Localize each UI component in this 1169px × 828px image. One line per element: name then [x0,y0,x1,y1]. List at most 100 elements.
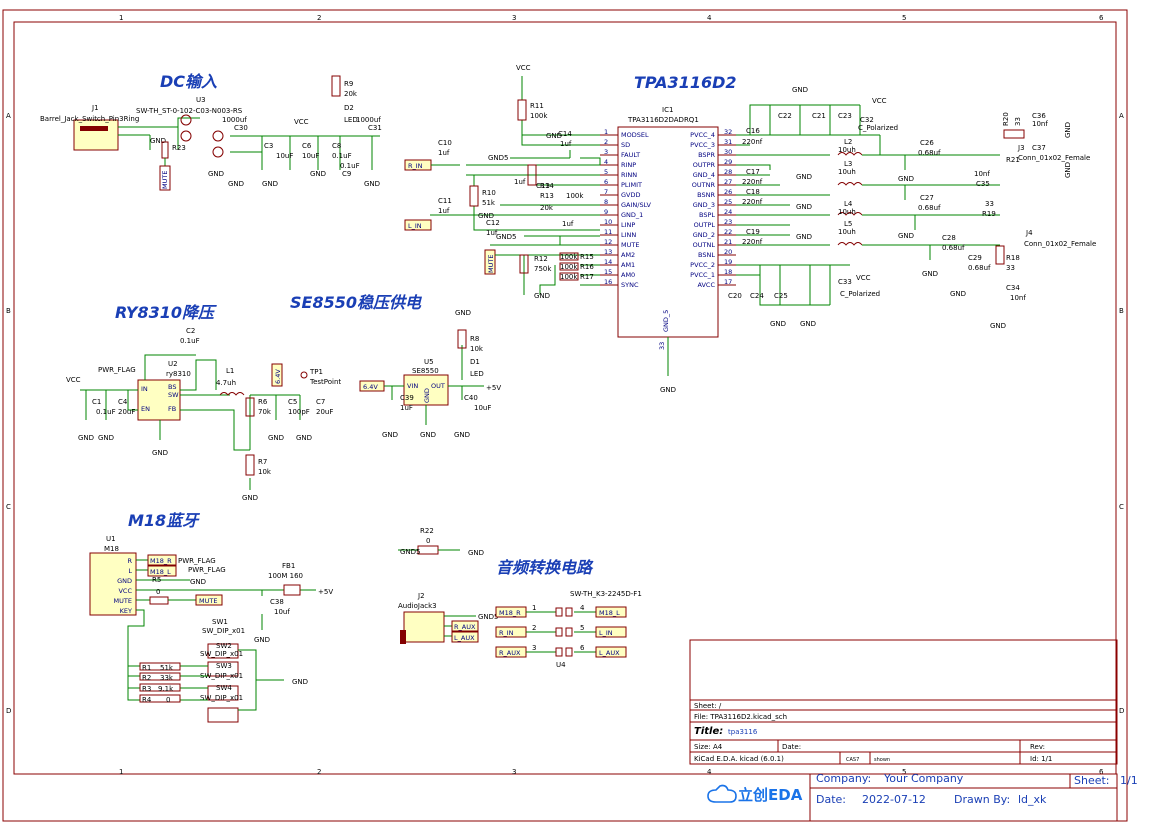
frame-col-bottom: 4 [707,768,712,776]
u5-body [403,374,449,406]
c32-ref: C32 [860,116,874,124]
c11-ref: C11 [438,197,452,205]
tb-drawn-value: ld_xk [1018,793,1047,806]
frame-row-left: B [6,307,11,315]
ic1-pin-name: PVCC_4 [690,131,715,139]
ic1-pin-name: FAULT [621,151,640,159]
gnd-5: GND [208,170,224,178]
c27-value: 0.68uf [918,204,941,212]
r19-value: 33 [985,200,994,208]
pwr-flag-m18-1: PWR_FLAG [178,557,216,565]
c35-value: 10nf [974,170,990,178]
audio-pin-left: 1 [532,604,536,612]
ic1-pin-num: 7 [604,188,608,196]
sw4-value: SW_DIP_x01 [200,694,243,702]
u3-ref: U3 [196,96,206,104]
mute-net-dc: MUTE [161,171,169,189]
frame-col-bottom: 5 [902,768,906,776]
c36-ref: C36 [1032,112,1046,120]
u2-body [137,379,181,421]
u3-value: SW-TH_ST-0-102-C03-N003-RS [136,107,243,115]
j2-value: AudioJack3 [398,602,437,610]
d1-value: LED [470,370,484,378]
ic1-pin-num: 2 [604,138,608,146]
ic1-pin-num: 16 [604,278,612,286]
j2-body [403,611,445,643]
r7-ref: R7 [258,458,267,466]
tp1-ref: TP1 [309,368,323,376]
c11-value: 1uf [438,207,450,215]
u1-pin: KEY [120,607,132,615]
frame-row-right: C [1119,503,1124,511]
frame-col-top: 6 [1099,14,1104,22]
frame-col-top: 1 [119,14,123,22]
c31-ref: C31 [368,124,382,132]
l2-ref: L2 [844,138,852,146]
gnd-se-1: GND [455,309,471,317]
r1-value: 51k [160,664,174,672]
gnd-3: GND [310,170,326,178]
tb-id: Id: 1/1 [1030,755,1052,763]
gnd-tpa-4: GND [792,86,808,94]
ic1-pin-num: 21 [724,238,732,246]
ic1-pin-name: MUTE [621,241,639,249]
ic1-pin-name: OUTNL [693,241,716,249]
gnd-se-3: GND [420,431,436,439]
l5-value: 10uh [838,228,856,236]
gnd5-audio: GND5 [400,548,421,556]
gnd5-1: GND5 [488,154,509,162]
section-dc-input: DC输入 [160,72,217,91]
ic1-pin-name: RINN [621,171,637,179]
u1-body [89,552,137,616]
c7-ref: C7 [316,398,325,406]
pwr-flag-ry: PWR_FLAG [98,366,136,374]
c16-value: 220nf [742,138,763,146]
frame-row-left: C [6,503,11,511]
u5-pin-vin: VIN [407,382,418,390]
c22-ref: C22 [778,112,792,120]
gnd-tpa-1: GND [546,132,562,140]
gnd-tpa-15: GND [770,320,786,328]
c7-value: 20uF [316,408,333,416]
c32-value: C_Polarized [858,124,898,132]
ic1-pin-name: SYNC [621,281,639,289]
tb-sheet2-value: 1/1 [1120,774,1138,787]
c29-value: 0.68uf [968,264,991,272]
r4-ref: R4 [142,696,152,704]
audio-pin-left: 2 [532,624,536,632]
ic1-pin-num: 10 [604,218,612,226]
vcc-tpa-2: VCC [872,97,887,105]
audio-right-label: L_AUX [599,649,620,657]
u2-pin-in: IN [141,385,148,393]
c35-ref: C35 [976,180,990,188]
ic1-pin-num: 9 [604,208,608,216]
ic1-pin-num: 24 [724,208,732,216]
ic1-pin-num: 27 [724,178,732,186]
l1-value: 4.7uh [216,379,236,387]
r3-value: 9.1k [158,685,174,693]
tb-date: Date: [782,743,801,751]
ic1-pin-name: SD [621,141,630,149]
tb-shown: shown [874,757,890,763]
ry8310-block: U2 ry8310 IN BS SW EN FB VCC PWR_FLAG C1… [66,327,341,502]
frame-col-top: 4 [707,14,712,22]
c1-ref: C1 [92,398,101,406]
ic1-pin-num: 15 [604,268,612,276]
c19-value: 220nf [742,238,763,246]
tb-company-label: Company: [816,772,871,785]
gnd-ry-6: GND [242,494,258,502]
c40-value: 10uF [474,404,491,412]
c16-ref: C16 [746,127,760,135]
l2-value: 10uh [838,146,856,154]
tb-sheet2-label: Sheet: [1074,774,1110,787]
ic1-pin-name: LINP [621,221,635,229]
m18l-label: M18_L [150,568,171,576]
sw2-value: SW_DIP_x01 [200,650,243,658]
u2-value: ry8310 [166,370,191,378]
u1-pin: GND [117,577,132,585]
u1-ref: U1 [106,535,116,543]
tb-company-value: Your Company [883,772,964,785]
u2-ref: U2 [168,360,178,368]
cloud-logo-icon [707,784,737,803]
c9-value: 0.1uF [340,162,360,170]
